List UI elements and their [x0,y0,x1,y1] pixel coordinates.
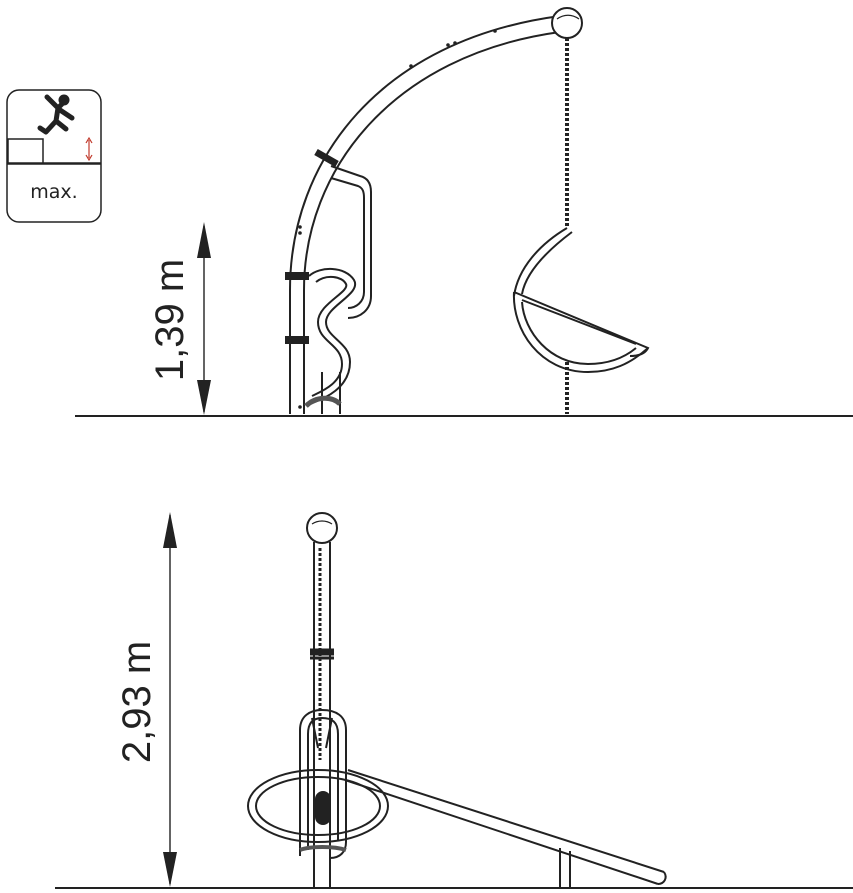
slide-chute [344,769,667,888]
nest-swing-seat [512,227,650,374]
nest-ring [247,769,389,843]
front-handle-frame [299,708,347,859]
badge-label: max. [30,181,77,203]
front-height-dimension: 2,93 m [115,512,177,887]
height-arrow-icon [85,136,93,162]
front-view: 2,93 m [55,512,853,889]
front-pole [306,512,338,888]
falling-child-icon [37,94,75,135]
side-view: 1,39 m [75,7,853,417]
side-height-label: 1,39 m [148,259,192,381]
handle-frame [304,165,372,414]
post-bolts [298,29,497,409]
max-fall-height-badge: max. [6,89,102,223]
side-height-dimension: 1,39 m [148,222,211,415]
platform-box [7,138,44,164]
arched-post [285,7,583,414]
front-height-label: 2,93 m [115,641,159,763]
